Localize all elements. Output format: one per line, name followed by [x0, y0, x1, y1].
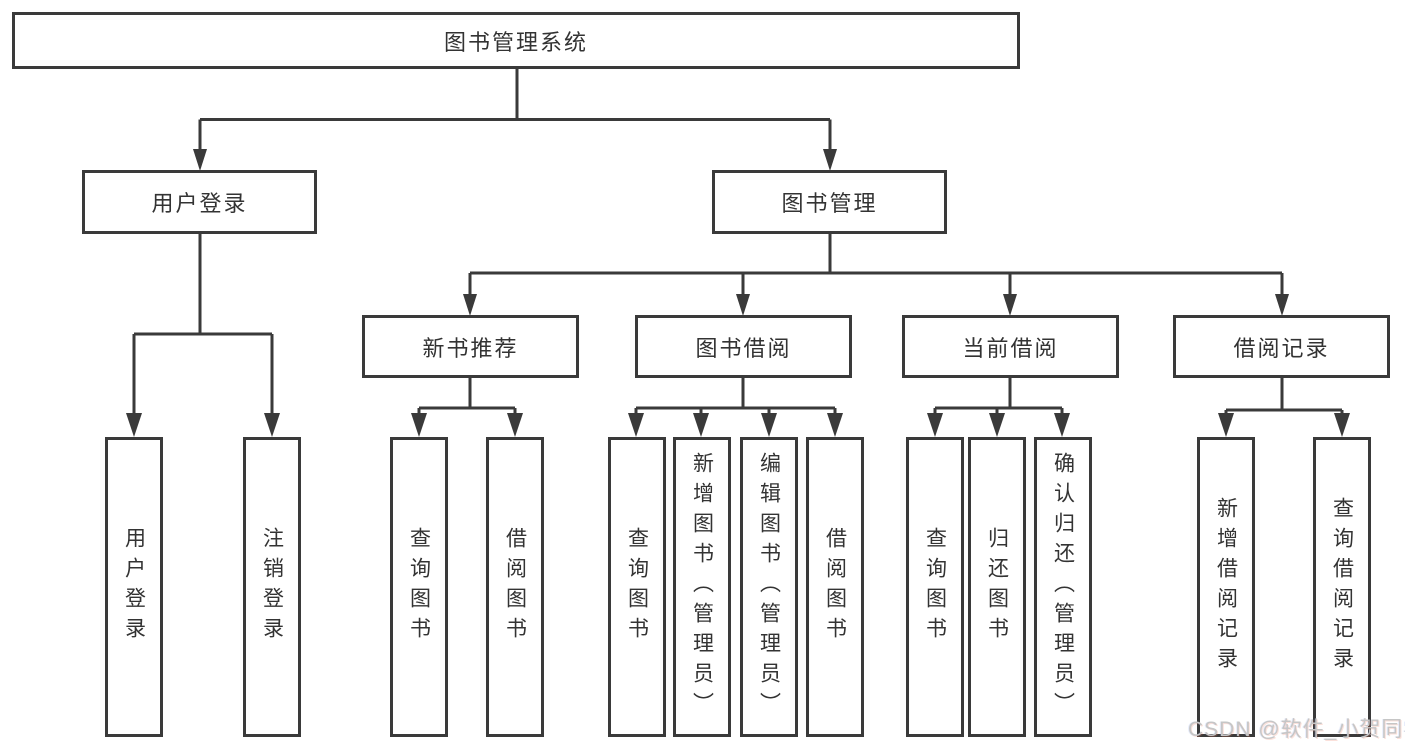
- arrow-down-icon: [989, 413, 1005, 437]
- arrow-down-icon: [507, 413, 523, 437]
- arrow-down-icon: [823, 149, 837, 171]
- leaf-label: 借阅图书: [823, 527, 847, 647]
- node-label: 图书管理: [781, 191, 878, 216]
- arrow-down-icon: [1054, 413, 1070, 437]
- leaf-label: 编辑图书（管理员）: [757, 452, 781, 722]
- leaf-logout: 注销登录: [243, 437, 301, 737]
- arrow-down-icon: [761, 413, 777, 437]
- leaf-borrow-books: 借阅图书: [486, 437, 544, 737]
- leaf-user-login: 用户登录: [105, 437, 163, 737]
- arrow-down-icon: [1275, 294, 1289, 316]
- arrow-down-icon: [927, 413, 943, 437]
- arrow-down-icon: [264, 413, 280, 437]
- leaf-label: 查询图书: [625, 527, 649, 647]
- leaf-label: 借阅图书: [503, 527, 527, 647]
- node-label: 当前借阅: [962, 335, 1059, 361]
- leaf-label: 用户登录: [122, 527, 146, 647]
- arrow-down-icon: [193, 149, 207, 171]
- arrow-down-icon: [463, 294, 477, 316]
- node-label: 图书借阅: [695, 335, 792, 361]
- arrow-down-icon: [1003, 294, 1017, 316]
- leaf-query-books: 查询图书: [906, 437, 964, 737]
- node-label: 新书推荐: [422, 335, 519, 361]
- node-label: 借阅记录: [1233, 335, 1330, 361]
- leaf-label: 查询图书: [407, 527, 431, 647]
- node-book-management: 图书管理: [712, 170, 947, 234]
- arrow-down-icon: [736, 294, 750, 316]
- node-current-borrow: 当前借阅: [902, 315, 1119, 378]
- node-new-book-recommend: 新书推荐: [362, 315, 579, 378]
- leaf-label: 确认归还（管理员）: [1051, 452, 1075, 722]
- arrow-down-icon: [827, 413, 843, 437]
- leaf-label: 注销登录: [260, 527, 284, 647]
- leaf-label: 查询借阅记录: [1330, 497, 1354, 677]
- arrow-down-icon: [628, 413, 644, 437]
- node-user-login: 用户登录: [82, 170, 317, 234]
- leaf-add-borrow-record: 新增借阅记录: [1197, 437, 1255, 737]
- arrow-down-icon: [411, 413, 427, 437]
- leaf-borrow-books: 借阅图书: [806, 437, 864, 737]
- arrow-down-icon: [693, 413, 709, 437]
- leaf-query-books: 查询图书: [608, 437, 666, 737]
- arrow-down-icon: [1218, 413, 1234, 437]
- leaf-label: 归还图书: [985, 527, 1009, 647]
- node-library-management-system: 图书管理系统: [12, 12, 1020, 69]
- leaf-label: 新增借阅记录: [1214, 497, 1238, 677]
- node-label: 图书管理系统: [443, 29, 588, 55]
- leaf-add-book-admin: 新增图书（管理员）: [673, 437, 731, 737]
- csdn-watermark: CSDN @软件_小贺同学: [1188, 718, 1405, 741]
- leaf-confirm-return-admin: 确认归还（管理员）: [1034, 437, 1092, 737]
- leaf-label: 查询图书: [923, 527, 947, 647]
- leaf-query-books: 查询图书: [390, 437, 448, 737]
- arrow-down-icon: [1334, 413, 1350, 437]
- arrow-down-icon: [126, 413, 142, 437]
- leaf-label: 新增图书（管理员）: [690, 452, 714, 722]
- leaf-return-book: 归还图书: [968, 437, 1026, 737]
- node-book-borrow: 图书借阅: [635, 315, 852, 378]
- leaf-edit-book-admin: 编辑图书（管理员）: [740, 437, 798, 737]
- node-borrow-records: 借阅记录: [1173, 315, 1390, 378]
- leaf-query-borrow-record: 查询借阅记录: [1313, 437, 1371, 737]
- node-label: 用户登录: [151, 191, 248, 216]
